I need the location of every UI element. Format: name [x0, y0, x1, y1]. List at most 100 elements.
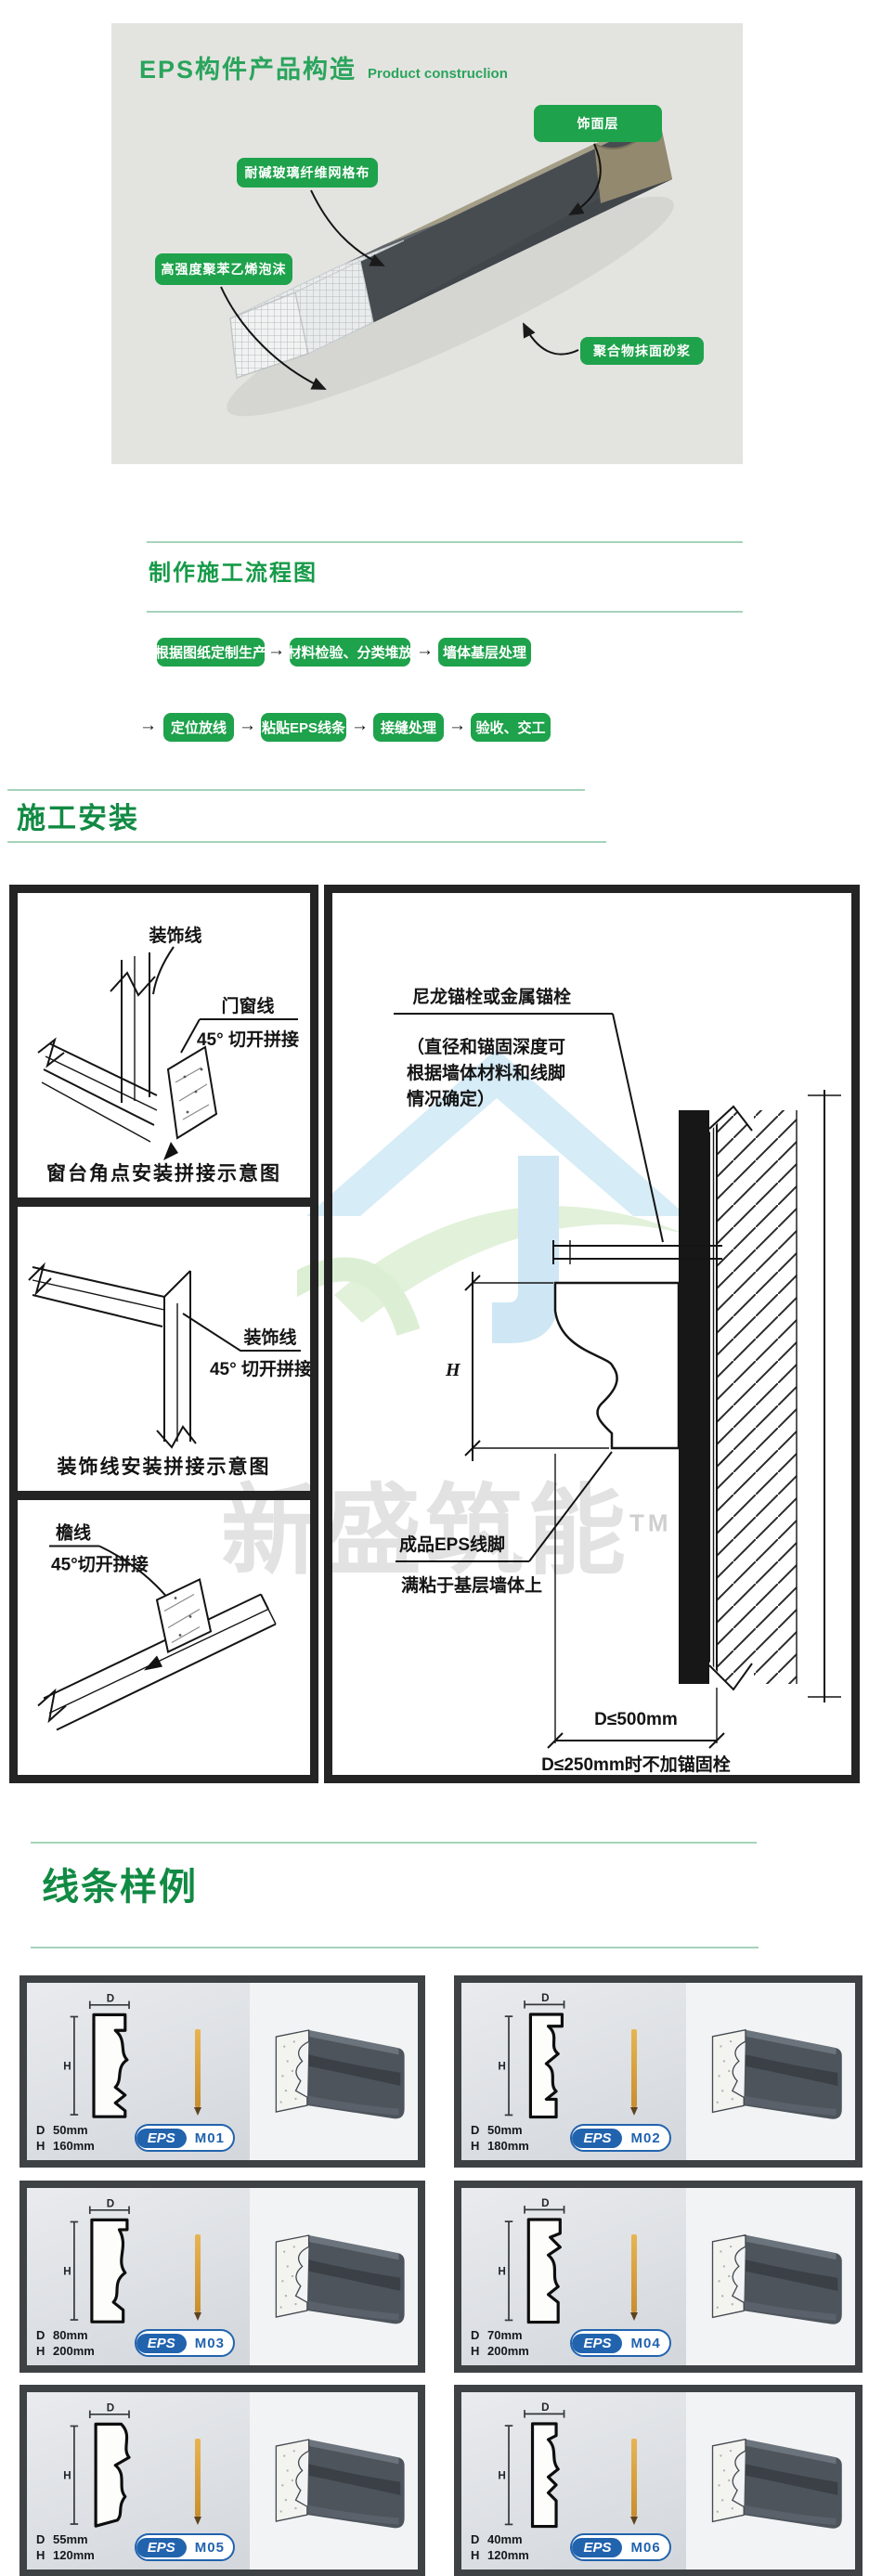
badge-brand: EPS — [136, 2537, 187, 2557]
install-section-title: 施工安装 — [17, 802, 139, 835]
label-45-cut: 45°切开拼接 — [51, 1554, 149, 1575]
trim-corner-drawing: 装饰线 45° 切开拼接 — [28, 1262, 310, 1449]
d-value: 55mm — [53, 2532, 88, 2547]
d-dim-label: D — [541, 1992, 549, 2004]
model-badge: EPS M01 — [134, 2124, 235, 2152]
anchor-label: 尼龙锚栓或金属锚栓 — [412, 986, 571, 1007]
pencil-icon — [194, 2438, 202, 2525]
badge-model-number: M05 — [194, 2539, 225, 2556]
profile-drawing: D H — [498, 2401, 565, 2528]
molding-photo — [711, 2439, 842, 2530]
install-rule-bottom — [7, 841, 606, 843]
flow-arrow-icon: → — [448, 716, 466, 735]
flow-arrow-icon: → — [416, 641, 434, 660]
badge-brand: EPS — [572, 2333, 623, 2353]
pencil-icon — [629, 2438, 638, 2525]
product-title-en: Product construclion — [368, 66, 508, 82]
profile-drawing: D H — [498, 1992, 565, 2118]
h-label: H — [471, 2344, 480, 2359]
profile-drawing: D H — [63, 1992, 130, 2118]
molding-photo — [711, 2234, 842, 2325]
badge-model-number: M03 — [194, 2335, 225, 2351]
d-label: D — [36, 2328, 45, 2343]
d-value: 50mm — [53, 2123, 88, 2138]
flow-section-title: 制作施工流程图 — [149, 561, 318, 586]
label-polymer-mortar: 聚合物抹面砂浆 — [580, 337, 704, 365]
h-label: H — [36, 2139, 45, 2154]
flow-step-6: 接缝处理 — [373, 713, 444, 742]
d-dim-label: D — [106, 1992, 113, 2004]
flow-step-5: 粘贴EPS线条 — [261, 713, 346, 742]
flow-rule-bottom — [147, 611, 743, 613]
d-label: D — [36, 2532, 45, 2547]
model-badge: EPS M06 — [570, 2533, 671, 2561]
model-badge: EPS M04 — [570, 2329, 671, 2357]
paste-note-label: 满粘于基层墙体上 — [401, 1574, 542, 1596]
h-label: H — [471, 2139, 480, 2154]
pencil-icon — [194, 2233, 202, 2321]
label-cornice-line: 檐线 — [56, 1522, 91, 1544]
flow-step-7: 验收、交工 — [471, 713, 551, 742]
d-dim-label: D — [106, 2197, 113, 2209]
diagram-cornice: 檐线 45°切开拼接 — [18, 1500, 310, 1775]
badge-model-number: M02 — [630, 2129, 661, 2146]
model-badge: EPS M02 — [570, 2124, 671, 2152]
d-value: 50mm — [487, 2123, 523, 2138]
h-dim-label: H — [63, 2060, 71, 2072]
label-45-cut: 45° 切开拼接 — [210, 1358, 310, 1379]
wall-detail-drawing: H 尼龙锚栓或金属锚栓 （直径和锚固深度可 根据墙体材料和线脚 情况确定） 成品… — [394, 986, 841, 1775]
label-fiberglass-mesh: 耐碱玻璃纤维网格布 — [237, 158, 378, 188]
molding-photo — [275, 2029, 405, 2119]
flow-step-3: 墙体基层处理 — [438, 638, 531, 667]
pencil-icon — [194, 2028, 202, 2116]
d-dim-label: D — [106, 2401, 113, 2414]
h-dim-label: H — [498, 2265, 505, 2277]
product-3d-illustration — [220, 117, 674, 417]
samples-section-title: 线条样例 — [42, 1867, 198, 1908]
flow-arrow-icon: → — [351, 716, 369, 735]
d-dim-label: D — [541, 2401, 549, 2414]
h-value: 160mm — [53, 2139, 95, 2154]
pencil-icon — [629, 2028, 638, 2116]
samples-rule-bottom — [31, 1947, 759, 1948]
h-dimension-label: H — [445, 1360, 461, 1380]
sample-drawing-panel: D H D 50mm H 160mm EPS M01 — [27, 1983, 250, 2160]
wall-detail-box: H 尼龙锚栓或金属锚栓 （直径和锚固深度可 根据墙体材料和线脚 情况确定） 成品… — [324, 885, 860, 1783]
flow-arrow-icon: → — [239, 716, 256, 735]
d-dim-label: D — [541, 2197, 549, 2209]
sill-corner-drawing: 装饰线 门窗线 45° 切开拼接 — [37, 925, 299, 1160]
profile-drawing: D H — [63, 2401, 131, 2528]
diagram-trim-corner: 装饰线 45° 切开拼接 装饰线安装拼接示意图 — [18, 1207, 310, 1491]
d-label: D — [471, 2123, 480, 2138]
profile-drawing: D H — [498, 2197, 565, 2324]
diagram-sill-corner: 装饰线 门窗线 45° 切开拼接 窗台角点安装拼接示意图 — [18, 893, 310, 1197]
flow-step-1: 根据图纸定制生产 — [155, 638, 266, 667]
label-trim-line: 装饰线 — [242, 1327, 296, 1348]
h-dim-label: H — [498, 2469, 505, 2481]
h-value: 200mm — [53, 2344, 95, 2359]
anchor-note-line3: 情况确定） — [407, 1088, 495, 1109]
d-value: 80mm — [53, 2328, 88, 2343]
installation-diagrams: 新盛筑能TM — [0, 877, 882, 1792]
house-logo-watermark — [297, 1049, 687, 1343]
molding-photo — [275, 2439, 405, 2529]
panel-divider — [18, 1491, 310, 1500]
h-value: 120mm — [53, 2548, 95, 2563]
anchor-note-line1: （直径和锚固深度可 — [407, 1036, 565, 1057]
h-value: 120mm — [487, 2548, 529, 2563]
anchor-note-line2: 根据墙体材料和线脚 — [407, 1062, 565, 1083]
badge-brand: EPS — [136, 2128, 187, 2148]
sample-photo-panel — [249, 2188, 418, 2365]
sample-card-m01: D H D 50mm H 160mm EPS M01 — [19, 1975, 425, 2168]
